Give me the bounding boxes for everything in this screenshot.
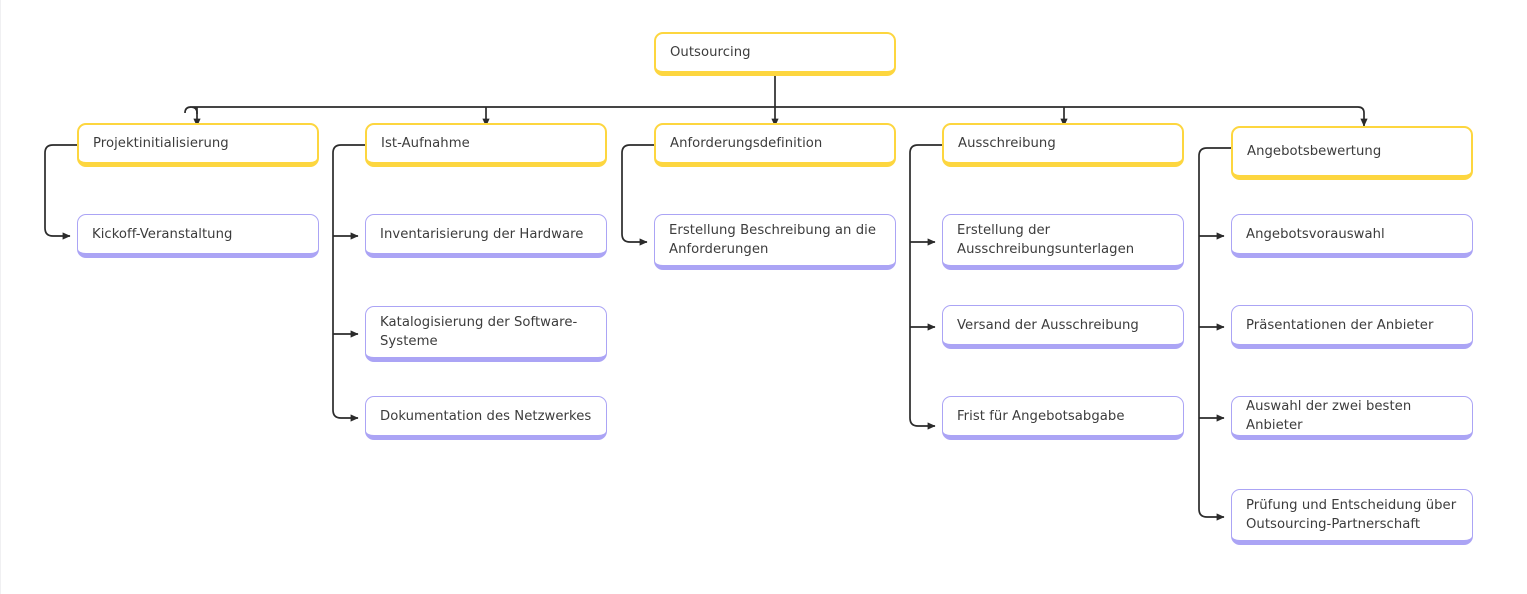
node-leaf-auswahl-zwei-beste-anbieter[interactable]: Auswahl der zwei besten Anbieter	[1231, 396, 1473, 440]
node-leaf-praesentationen-anbieter[interactable]: Präsentationen der Anbieter	[1231, 305, 1473, 349]
node-leaf-kickoff-veranstaltung[interactable]: Kickoff-Veranstaltung	[77, 214, 319, 258]
node-leaf-frist-angebotsabgabe[interactable]: Frist für Angebotsabgabe	[942, 396, 1184, 440]
node-label: Projektinitialisierung	[93, 136, 229, 151]
node-label: Katalogisierung der Software- Systeme	[380, 315, 578, 349]
canvas-left-rule	[0, 0, 1, 594]
node-label: Ist-Aufnahme	[381, 136, 470, 151]
node-label: Inventarisierung der Hardware	[380, 226, 584, 242]
node-leaf-erstellung-ausschreibungsunterlagen[interactable]: Erstellung der Ausschreibungsunterlagen	[942, 214, 1184, 270]
node-label: Erstellung der Ausschreibungsunterlagen	[957, 223, 1135, 257]
node-leaf-erstellung-beschreibung[interactable]: Erstellung Beschreibung an die Anforderu…	[654, 214, 896, 270]
node-label: Angebotsvorauswahl	[1246, 226, 1385, 242]
node-label: Ausschreibung	[958, 136, 1056, 151]
node-branch-ist-aufnahme[interactable]: Ist-Aufnahme	[365, 123, 607, 167]
node-label: Kickoff-Veranstaltung	[92, 226, 233, 242]
node-label: Versand der Ausschreibung	[957, 317, 1139, 333]
node-leaf-angebotsvorauswahl[interactable]: Angebotsvorauswahl	[1231, 214, 1473, 258]
node-leaf-dokumentation-netzwerk[interactable]: Dokumentation des Netzwerkes	[365, 396, 607, 440]
node-label: Erstellung Beschreibung an die Anforderu…	[669, 223, 876, 257]
node-branch-projektinitialisierung[interactable]: Projektinitialisierung	[77, 123, 319, 167]
node-label: Anforderungsdefinition	[670, 136, 823, 151]
node-branch-ausschreibung[interactable]: Ausschreibung	[942, 123, 1184, 167]
node-leaf-katalogisierung-software[interactable]: Katalogisierung der Software- Systeme	[365, 306, 607, 362]
node-leaf-versand-ausschreibung[interactable]: Versand der Ausschreibung	[942, 305, 1184, 349]
node-label: Auswahl der zwei besten Anbieter	[1246, 399, 1412, 433]
node-branch-angebotsbewertung[interactable]: Angebotsbewertung	[1231, 126, 1473, 180]
node-label: Outsourcing	[670, 45, 751, 60]
node-label: Angebotsbewertung	[1247, 144, 1382, 159]
node-label: Frist für Angebotsabgabe	[957, 408, 1125, 424]
node-label: Prüfung und Entscheidung über Outsourcin…	[1246, 498, 1457, 532]
node-label: Präsentationen der Anbieter	[1246, 317, 1434, 333]
node-branch-anforderungsdefinition[interactable]: Anforderungsdefinition	[654, 123, 896, 167]
node-label: Dokumentation des Netzwerkes	[380, 408, 592, 424]
node-root-outsourcing[interactable]: Outsourcing	[654, 32, 896, 76]
node-leaf-inventarisierung-hardware[interactable]: Inventarisierung der Hardware	[365, 214, 607, 258]
node-leaf-pruefung-entscheidung[interactable]: Prüfung und Entscheidung über Outsourcin…	[1231, 489, 1473, 545]
